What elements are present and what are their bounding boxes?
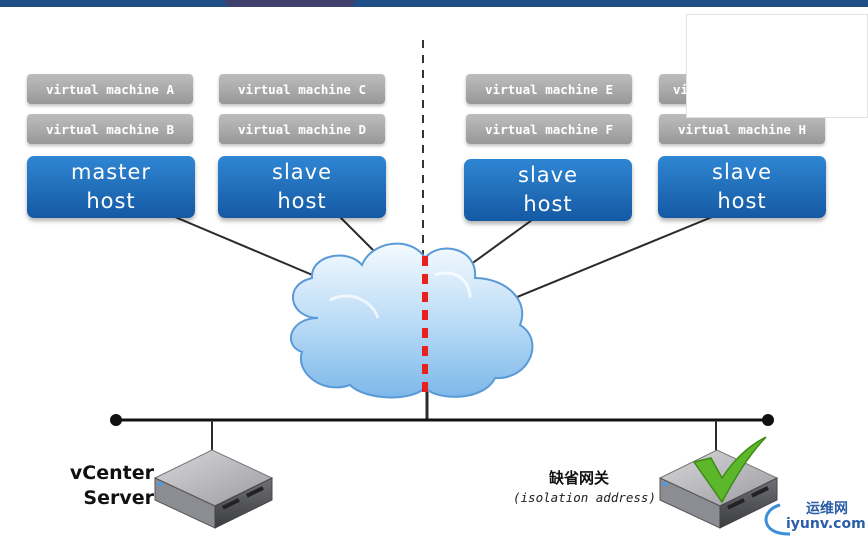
vcenter-server-icon [153, 449, 274, 529]
host-label: slave host [518, 163, 578, 216]
isolation-address-label: (isolation address) [513, 490, 656, 505]
link-slave-host-e [462, 219, 533, 271]
slave-host-1: slave host [218, 156, 386, 218]
header-accent [225, 0, 355, 7]
vm-h: virtual machine H [659, 114, 825, 144]
watermark-url: iyunv.com [786, 516, 866, 532]
vm-d: virtual machine D [219, 114, 385, 144]
watermark-logo-icon [764, 503, 791, 536]
watermark-text: 运维网 [806, 501, 848, 517]
default-gateway-label: 缺省网关 [549, 469, 610, 487]
vm-e: virtual machine E [466, 74, 632, 104]
check-icon [692, 436, 767, 504]
overlay-panel [686, 14, 868, 118]
host-label: slave host [712, 160, 772, 213]
host-label: master host [70, 160, 152, 213]
vm-c: virtual machine C [219, 74, 385, 104]
link-slave-host-g [504, 216, 713, 303]
network-cloud [290, 242, 534, 399]
vm-a: virtual machine A [27, 74, 193, 104]
master-host: master host [27, 156, 195, 218]
header-bar [0, 0, 868, 7]
slave-host-3: slave host [658, 156, 826, 218]
host-label: slave host [272, 160, 332, 213]
bus-endpoint-right [762, 414, 774, 426]
slave-host-2: slave host [464, 159, 632, 221]
vm-b: virtual machine B [27, 114, 193, 144]
vm-f: virtual machine F [466, 114, 632, 144]
bus-endpoint-left [110, 414, 122, 426]
